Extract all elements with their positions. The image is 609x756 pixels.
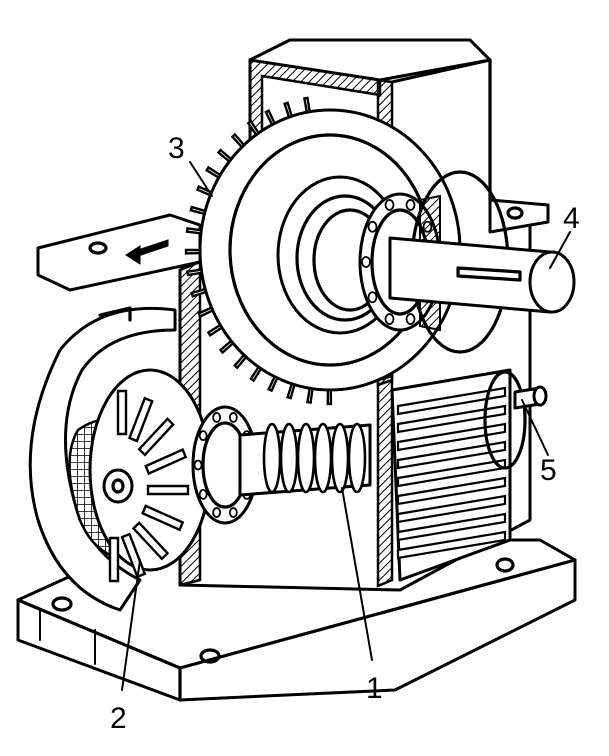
fins <box>396 386 507 560</box>
fan-blade <box>144 448 188 476</box>
leader-lines <box>121 161 571 691</box>
gear-tooth <box>206 323 224 338</box>
cooling-fin <box>396 422 507 452</box>
gear-tooth <box>306 386 314 404</box>
bearing-ball <box>384 313 395 325</box>
fan-blades <box>108 389 190 583</box>
bearing-ball <box>198 488 208 500</box>
gear-tooth <box>205 165 222 180</box>
fan-blade <box>116 389 128 436</box>
gear-tooth <box>264 109 277 127</box>
gear-tooth <box>302 96 312 114</box>
fan-blade <box>131 521 170 561</box>
fan-blade <box>137 417 175 457</box>
fan <box>88 368 212 583</box>
gear-tooth <box>218 339 235 355</box>
cooling-fin <box>396 404 507 434</box>
callout-5: 5 <box>540 454 557 487</box>
gear-tooth <box>326 388 333 406</box>
bearing-ball <box>367 291 378 304</box>
bearing-ball <box>405 199 416 211</box>
gear-teeth <box>184 96 333 406</box>
bearing-ball <box>212 412 222 423</box>
left-flange <box>36 213 202 292</box>
cooling-fin <box>396 512 507 542</box>
gear-tooth <box>286 382 296 400</box>
bearing-ball <box>384 199 395 211</box>
leader-1 <box>341 487 373 661</box>
cooling-fin <box>396 530 507 560</box>
leader-3 <box>189 161 213 197</box>
callout-3: 3 <box>168 132 185 165</box>
fan-blade <box>127 396 154 443</box>
gear-tooth <box>283 101 294 119</box>
callout-2: 2 <box>110 702 127 735</box>
output-shaft <box>388 236 576 314</box>
gear-tooth <box>186 268 204 277</box>
bearing-ball <box>405 313 416 325</box>
worm-thread <box>296 422 316 494</box>
fan-blade <box>146 484 190 496</box>
cooling-fin <box>396 494 507 524</box>
gear-tooth <box>246 119 261 137</box>
leader-2 <box>121 559 141 691</box>
gear-tooth <box>216 148 233 164</box>
cooling-fins <box>390 368 527 582</box>
gear-tooth <box>190 287 208 298</box>
gear-tooth <box>197 306 215 319</box>
callout-1: 1 <box>366 672 383 705</box>
cooling-fin <box>396 386 507 416</box>
gear-tooth <box>230 132 246 149</box>
bearing-ball <box>361 256 371 268</box>
worm-threads <box>262 422 367 494</box>
fan-blade <box>141 504 185 532</box>
callouts: 1 2 3 4 5 <box>110 132 580 735</box>
leader-5 <box>521 399 549 456</box>
gear-tooth <box>233 353 248 370</box>
vent-plug <box>513 385 548 410</box>
gear-tooth <box>189 205 207 216</box>
bearing-ball <box>228 507 238 518</box>
worm-thread <box>279 422 299 494</box>
worm-thread <box>313 422 333 494</box>
worm-thread <box>330 422 350 494</box>
base-plate <box>16 538 577 702</box>
fan-blade <box>108 536 120 583</box>
bearing-ball <box>228 412 238 423</box>
gear-tooth <box>249 365 263 383</box>
bearing-ball <box>367 220 378 233</box>
cooling-fin <box>396 440 507 470</box>
worm-thread <box>262 422 282 494</box>
bearing-ball <box>212 507 222 518</box>
worm-shaft <box>191 405 372 525</box>
gear-tooth <box>267 375 279 393</box>
cooling-fin <box>396 476 507 506</box>
gear-tooth <box>184 248 202 255</box>
leader-4 <box>549 231 571 269</box>
gear-tooth <box>185 226 203 235</box>
callout-4: 4 <box>563 202 580 235</box>
bearing-ball <box>198 430 208 442</box>
bearing-ball <box>193 459 203 471</box>
worm-thread <box>347 422 367 494</box>
